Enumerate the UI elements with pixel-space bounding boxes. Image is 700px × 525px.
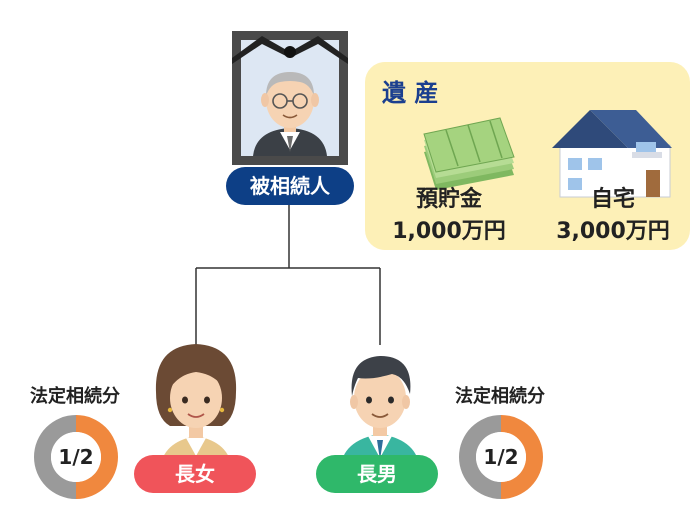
share-donut-daughter	[34, 415, 118, 499]
share-slice-filled	[76, 415, 118, 499]
share-donut-son	[459, 415, 543, 499]
share-value-son: 1/2	[483, 445, 518, 469]
family-tree-lines	[195, 204, 381, 345]
estate-title: 遺 産	[382, 79, 438, 107]
elderly-man-icon	[253, 72, 327, 156]
banknotes-icon	[423, 117, 515, 190]
estate-item-name-home: 自宅	[591, 186, 635, 212]
estate-panel: 遺 産 預貯金 1,000万円 自宅 3,000万円	[365, 62, 690, 250]
memorial-portrait	[232, 31, 348, 165]
share-slice-remaining	[459, 415, 501, 499]
house-icon	[552, 110, 672, 198]
share-donut-hole	[51, 432, 101, 482]
deceased-label: 被相続人	[250, 174, 331, 198]
share-label-son: 法定相続分	[455, 385, 545, 407]
share-slice-filled	[501, 415, 543, 499]
share-donut-hole	[476, 432, 526, 482]
share-label-daughter: 法定相続分	[30, 385, 120, 407]
estate-item-amount-home: 3,000万円	[556, 219, 670, 244]
estate-item-name-savings: 預貯金	[416, 186, 483, 212]
heir-label-daughter: 長女	[175, 462, 215, 486]
heir-eldest-daughter: 長女 法定相続分 1/2	[30, 344, 256, 499]
woman-avatar-icon	[155, 344, 237, 470]
heir-eldest-son: 長男 法定相続分 1/2	[316, 356, 545, 499]
share-slice-remaining	[34, 415, 76, 499]
heir-label-son: 長男	[357, 462, 397, 486]
deceased-badge: 被相続人	[226, 167, 354, 205]
estate-item-amount-savings: 1,000万円	[392, 219, 506, 244]
share-value-daughter: 1/2	[58, 445, 93, 469]
man-avatar-icon	[340, 356, 420, 470]
